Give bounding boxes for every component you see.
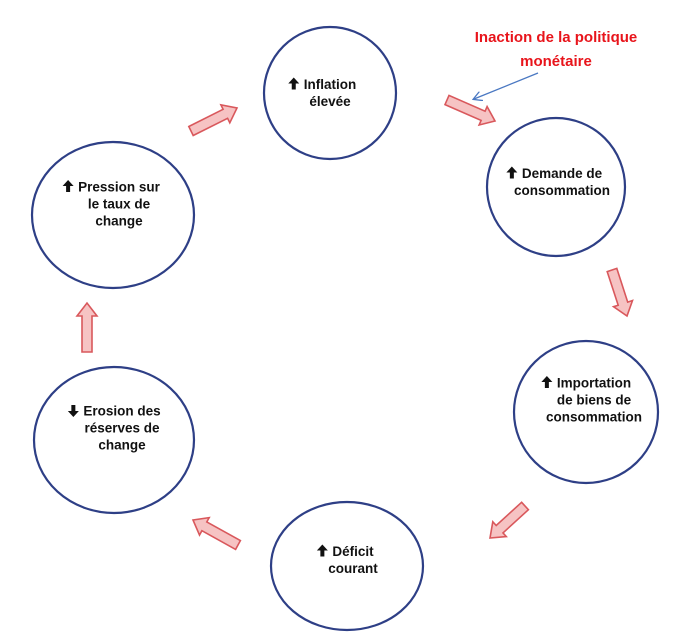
node-label-line: le taux de	[88, 197, 151, 212]
node-label-line: consommation	[546, 410, 642, 425]
node-circle	[32, 365, 196, 515]
annotation-line-2: monétaire	[520, 53, 592, 70]
node-circle	[269, 500, 425, 632]
arrow-up-icon	[316, 544, 328, 557]
arrow-erosion-to-pression-icon	[75, 301, 99, 353]
arrow-up-icon	[288, 77, 300, 90]
node-circle	[485, 116, 627, 258]
node-label-line: consommation	[514, 183, 610, 198]
arrow-down-icon	[67, 405, 79, 417]
arrow-importation-to-deficit-icon	[489, 501, 530, 539]
node-label-line: Inflation	[304, 77, 357, 92]
arrow-inflation-to-demande-icon	[443, 94, 497, 127]
node-erosion: Erosion des réserves de change	[32, 365, 196, 515]
node-pression: Pression sur le taux de change	[30, 140, 196, 290]
arrow-up-icon	[541, 376, 553, 388]
flow-arrows	[75, 94, 634, 551]
arrow-demande-to-importation-icon	[606, 267, 634, 318]
node-label-line: Erosion des	[83, 404, 160, 419]
node-circle	[512, 339, 660, 485]
node-circle	[30, 140, 196, 290]
node-importation: Importation de biens de consommation	[512, 339, 660, 485]
arrow-up-icon	[506, 166, 518, 179]
node-label-line: Importation	[557, 376, 631, 391]
node-label-line: courant	[328, 561, 378, 576]
annotation-pointer	[474, 72, 539, 99]
node-deficit: Déficit courant	[269, 500, 425, 632]
arrow-deficit-to-erosion-icon	[191, 516, 242, 551]
node-label-line: de biens de	[557, 393, 632, 408]
arrow-pression-to-inflation-icon	[187, 103, 239, 137]
node-label-line: change	[98, 438, 146, 453]
node-label-line: réserves de	[84, 421, 160, 436]
node-label-line: élevée	[309, 94, 351, 109]
annotation-line-1: Inaction de la politique	[475, 29, 638, 46]
node-label-line: change	[95, 214, 143, 229]
node-demande: Demande de consommation	[485, 116, 627, 258]
node-inflation: Inflation élevée	[262, 25, 398, 161]
node-label-line: Demande de	[522, 166, 603, 181]
node-circle	[262, 25, 398, 161]
node-label-line: Pression sur	[78, 180, 161, 195]
node-label-line: Déficit	[332, 544, 374, 559]
arrow-up-icon	[62, 180, 74, 192]
policy-annotation: Inaction de la politique monétaire	[474, 29, 637, 99]
